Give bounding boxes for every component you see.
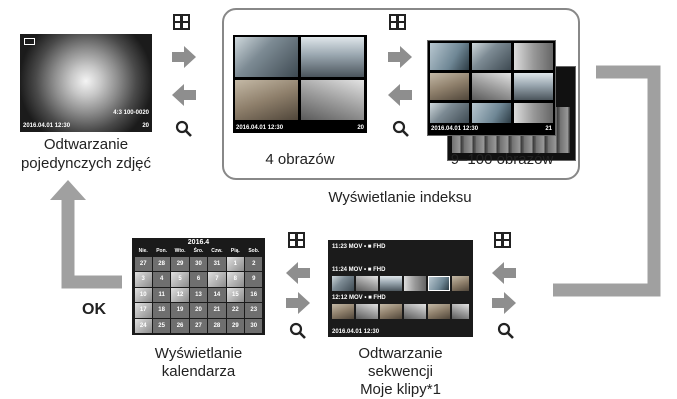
calendar-day[interactable]: 22 <box>226 303 245 318</box>
clip-row <box>332 276 469 291</box>
arrow-right-icon <box>286 292 310 314</box>
calendar-weekday: Czw. <box>211 248 223 254</box>
calendar-day[interactable]: 12 <box>171 287 189 303</box>
calendar-day[interactable]: 19 <box>171 303 189 318</box>
calendar-day[interactable]: 17 <box>134 303 152 318</box>
calendar-day[interactable]: 27 <box>134 256 152 272</box>
calendar-weekday: Wto. <box>174 248 186 254</box>
arrow-left-icon <box>492 262 516 284</box>
arrow-left-icon <box>172 84 196 106</box>
calendar-day[interactable]: 9 <box>245 272 263 287</box>
nine-image-screen: 2016.04.01 12:30 21 <box>427 40 556 136</box>
calendar-day[interactable]: 3 <box>134 272 152 287</box>
calendar-day[interactable]: 7 <box>208 272 226 287</box>
calendar-day[interactable]: 28 <box>152 256 171 272</box>
calendar-label-2: kalendarza <box>161 363 236 380</box>
seq-label-1: Odtwarzanie <box>358 345 443 362</box>
clip-row <box>332 304 469 319</box>
calendar-weekday: Nie. <box>138 248 148 254</box>
index-caption: Wyświetlanie indeksu <box>328 189 472 206</box>
calendar-day[interactable]: 11 <box>152 287 171 303</box>
four-date: 2016.04.01 12:30 <box>236 125 284 131</box>
calendar-title: 2016.4 <box>187 239 210 246</box>
grid-icon <box>288 232 305 248</box>
magnify-icon <box>289 322 306 339</box>
arrow-right-icon <box>492 292 516 314</box>
single-label-2: pojedynczych zdjęć <box>20 155 152 172</box>
calendar-day[interactable]: 2 <box>245 256 263 272</box>
battery-icon <box>24 38 35 45</box>
calendar-day[interactable]: 25 <box>152 318 171 334</box>
calendar-weekday: Pon. <box>156 248 168 254</box>
magnify-icon <box>175 120 192 137</box>
calendar-day[interactable]: 30 <box>245 318 263 334</box>
calendar-label-1: Wyświetlanie <box>154 345 243 362</box>
calendar-day[interactable]: 5 <box>171 272 189 287</box>
grid-icon <box>389 14 406 30</box>
calendar-day[interactable]: 6 <box>189 272 208 287</box>
single-info: 4:3 100-0020 <box>113 110 149 116</box>
thumb <box>235 37 298 77</box>
calendar-day[interactable]: 14 <box>208 287 226 303</box>
clip-header-3: 12:12 MOV • ■ FHD <box>332 295 386 301</box>
calendar-weekdays: Nie. Pon. Wto. Śro. Czw. Pią. Sob. <box>134 248 263 255</box>
calendar-day[interactable]: 26 <box>171 318 189 334</box>
calendar-weekday: Śro. <box>193 248 204 254</box>
calendar-day[interactable]: 20 <box>189 303 208 318</box>
calendar-day[interactable]: 27 <box>189 318 208 334</box>
calendar-weekday: Pią. <box>230 248 240 254</box>
arrow-right-icon <box>172 46 196 68</box>
magnify-icon <box>392 120 409 137</box>
four-label: 4 obrazów <box>265 151 335 168</box>
single-image-screen: 4:3 100-0020 2016.04.01 12:30 20 <box>20 34 152 132</box>
calendar-day[interactable]: 4 <box>152 272 171 287</box>
sequence-screen: 11:23 MOV • ■ FHD 11:24 MOV • ■ FHD 12:1… <box>328 240 473 337</box>
calendar-day[interactable]: 29 <box>226 318 245 334</box>
seq-label-3: Moje klipy*1 <box>360 381 441 398</box>
calendar-day[interactable]: 1 <box>226 256 245 272</box>
calendar-day[interactable]: 21 <box>208 303 226 318</box>
calendar-day[interactable]: 24 <box>134 318 152 334</box>
nine-count: 21 <box>545 126 552 132</box>
arrow-right-icon <box>388 46 412 68</box>
arrow-left-icon <box>286 262 310 284</box>
grid-icon <box>173 14 190 30</box>
seq-date: 2016.04.01 12:30 <box>332 329 380 335</box>
index-group-frame <box>222 8 580 180</box>
calendar-day[interactable]: 18 <box>152 303 171 318</box>
clip-header-2: 11:24 MOV • ■ FHD <box>332 267 386 273</box>
grid-icon <box>494 232 511 248</box>
calendar-day[interactable]: 8 <box>226 272 245 287</box>
calendar-day[interactable]: 28 <box>208 318 226 334</box>
calendar-day[interactable]: 31 <box>208 256 226 272</box>
calendar-day[interactable]: 13 <box>189 287 208 303</box>
thumb <box>235 80 298 120</box>
nine-label: 9–100 obrazów <box>450 151 554 168</box>
single-count: 20 <box>142 123 149 129</box>
ok-label: OK <box>82 301 106 318</box>
magnify-icon <box>497 322 514 339</box>
clip-header-1: 11:23 MOV • ■ FHD <box>332 244 386 250</box>
calendar-day[interactable]: 16 <box>245 287 263 303</box>
calendar-day[interactable]: 29 <box>171 256 189 272</box>
nine-date: 2016.04.01 12:30 <box>431 126 479 132</box>
thumb <box>301 37 364 77</box>
calendar-weekday: Sob. <box>248 248 260 254</box>
calendar-day[interactable]: 30 <box>189 256 208 272</box>
calendar-day[interactable]: 23 <box>245 303 263 318</box>
single-date: 2016.04.01 12:30 <box>23 123 71 129</box>
thumb <box>301 80 364 120</box>
four-image-screen: 2016.04.01 12:30 20 <box>233 35 367 133</box>
arrow-left-icon <box>388 84 412 106</box>
calendar-day[interactable]: 15 <box>226 287 245 303</box>
four-count: 20 <box>357 125 364 131</box>
calendar-day[interactable]: 10 <box>134 287 152 303</box>
seq-label-2: sekwencji <box>367 363 434 380</box>
single-label-1: Odtwarzanie <box>43 136 129 153</box>
